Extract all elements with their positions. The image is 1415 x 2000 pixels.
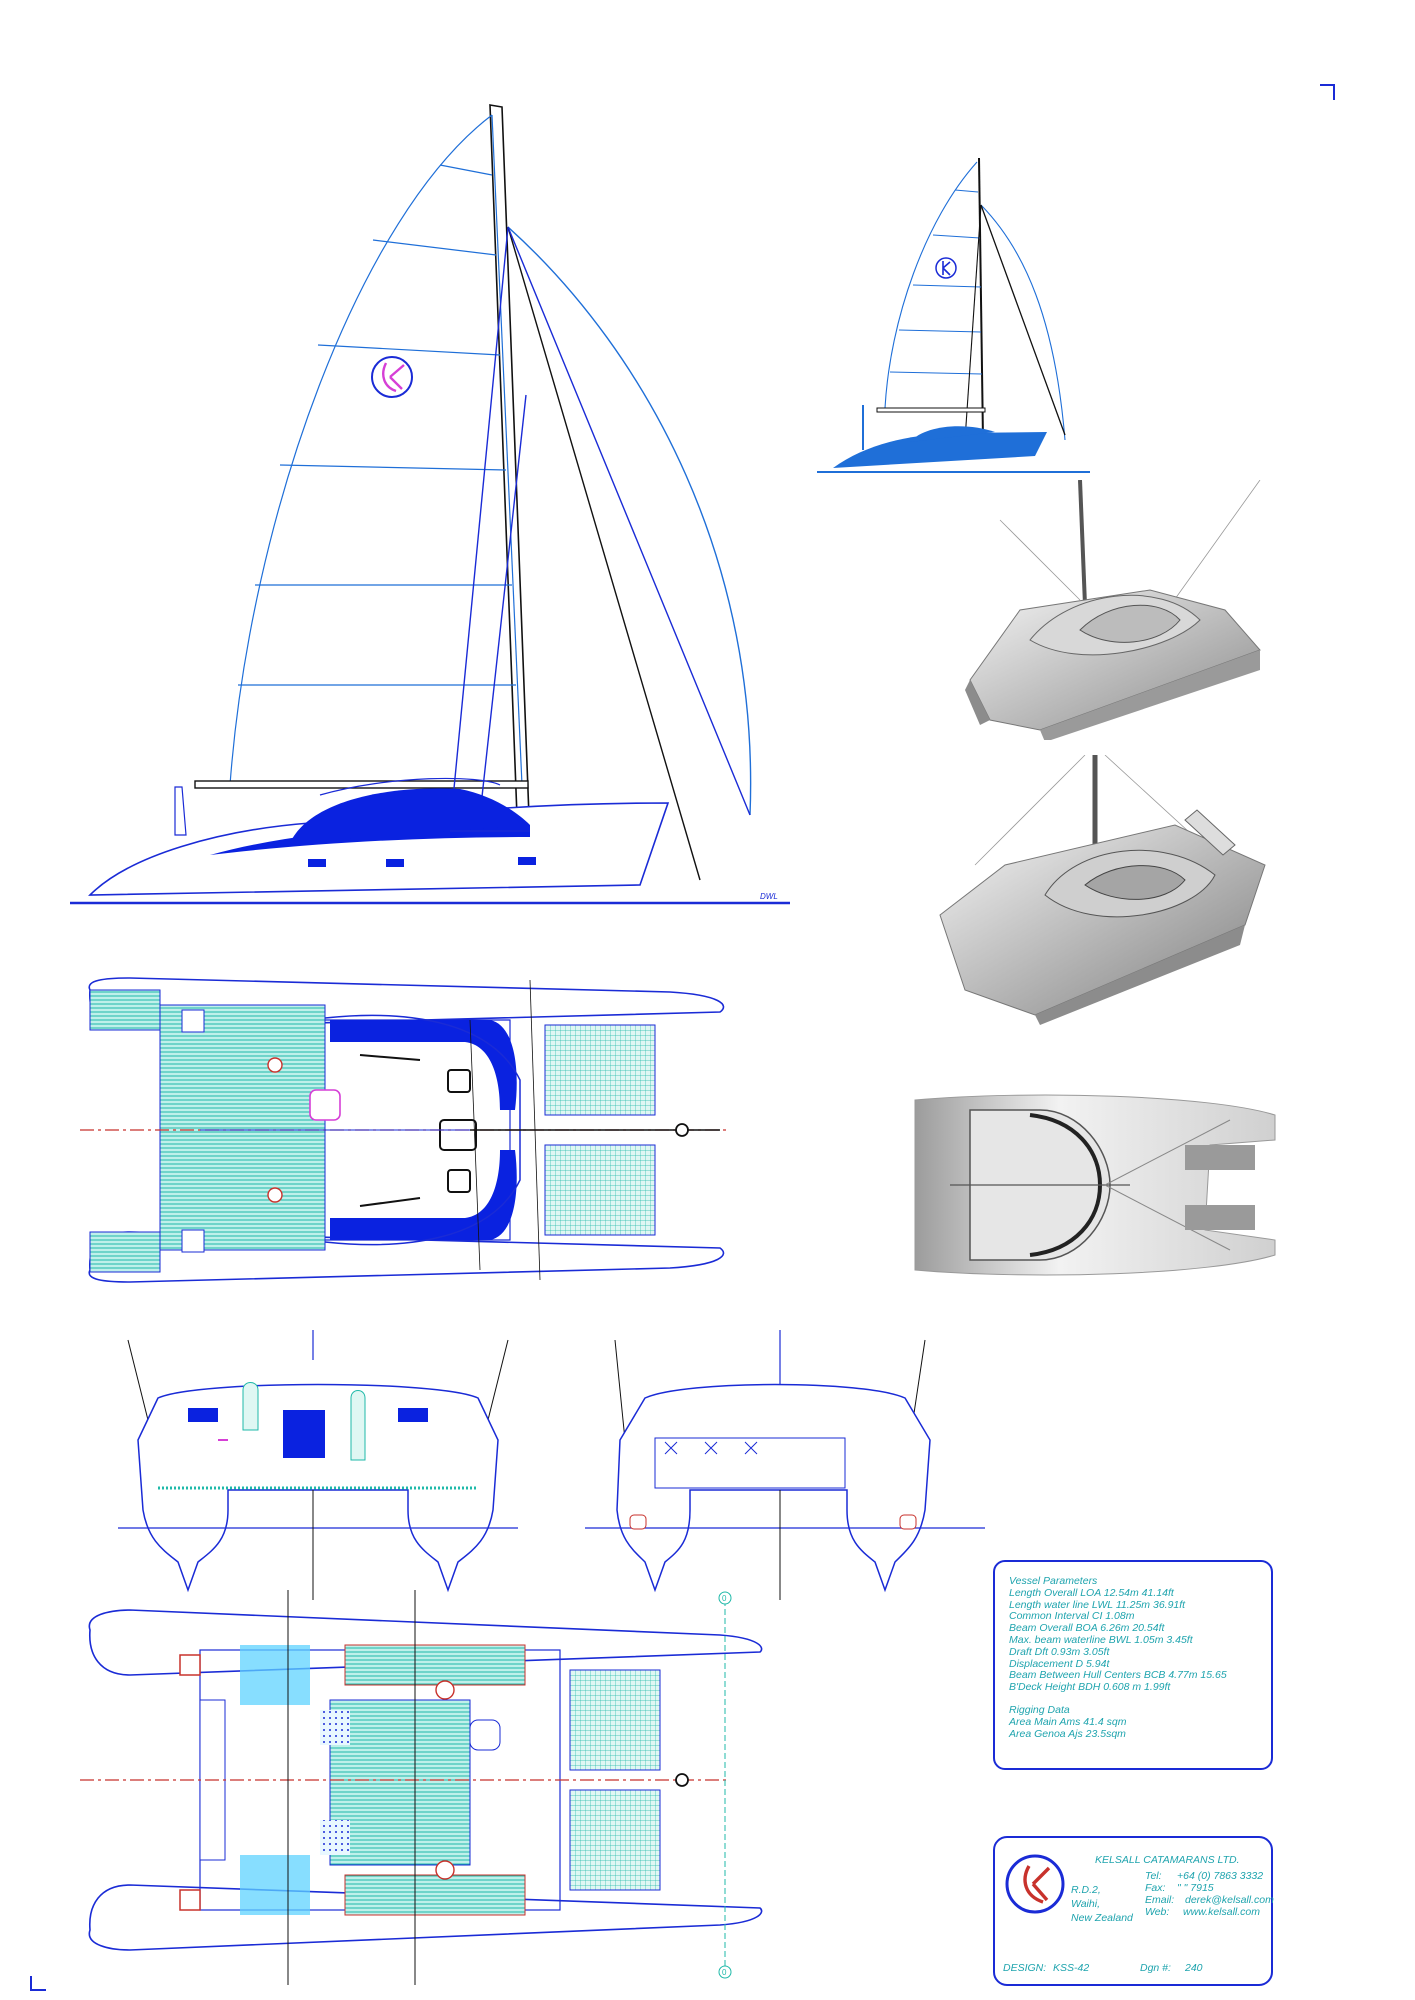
trampoline-net (544, 1024, 656, 1116)
corner-mark-bottom-left (30, 1976, 46, 1991)
rigging-line: Area Main Ams 41.4 sqm (1009, 1715, 1127, 1728)
dgn-value: 240 (1185, 1962, 1203, 1974)
parameter-line: Common Interval CI 1.08m (1009, 1610, 1135, 1623)
rigging-heading: Rigging Data (1009, 1703, 1070, 1716)
mainsail (229, 114, 523, 786)
accommodation-plan: 0 0 (80, 1590, 763, 1985)
parameter-line: Displacement D 5.94t (1009, 1657, 1110, 1670)
tel-label: Tel: (1145, 1870, 1162, 1882)
design-value: KSS-42 (1053, 1962, 1090, 1974)
section-aft-view (118, 1330, 518, 1600)
kelsall-logo-icon (371, 356, 413, 398)
fax-value: " " 7915 (1177, 1882, 1214, 1894)
design-label: DESIGN: (1003, 1962, 1047, 1974)
vessel-parameters-panel: Vessel Parameters Length Overall LOA 12.… (993, 1560, 1273, 1770)
render-plan-view (914, 1094, 1276, 1276)
address-line: New Zealand (1071, 1912, 1133, 1924)
dgn-label: Dgn #: (1140, 1962, 1171, 1974)
fax-label: Fax: (1145, 1882, 1166, 1894)
parameter-line: Draft Dft 0.93m 3.05ft (1009, 1645, 1110, 1658)
web-value[interactable]: www.kelsall.com (1183, 1906, 1261, 1918)
parameter-line: Length Overall LOA 12.54m 41.14ft (1009, 1586, 1174, 1599)
waterline-label: DWL (760, 892, 778, 901)
address-line: Waihi, (1071, 1898, 1100, 1910)
rigging-line: Area Genoa Ajs 23.5sqm (1009, 1727, 1126, 1740)
parameter-line: Beam Between Hull Centers BCB 4.77m 15.6… (1009, 1669, 1227, 1682)
deck-plan (80, 977, 730, 1283)
address-line: R.D.2, (1071, 1884, 1101, 1896)
parameter-line: Beam Overall BOA 6.26m 20.54ft (1009, 1622, 1165, 1635)
trampoline-net (544, 1144, 656, 1236)
company-name: KELSALL CATAMARANS LTD. (1095, 1854, 1240, 1866)
email-label: Email: (1145, 1894, 1175, 1906)
parameter-line: Max. beam waterline BWL 1.05m 3.45ft (1009, 1633, 1193, 1646)
hull-profile (70, 777, 790, 905)
small-sail-plan (817, 157, 1090, 473)
kelsall-logo-icon (1005, 1854, 1065, 1914)
render-top-view-1 (965, 480, 1261, 740)
corner-mark-top-right (1320, 84, 1335, 100)
email-value[interactable]: derek@kelsall.com (1185, 1894, 1274, 1906)
jib (449, 226, 752, 881)
boom (194, 780, 529, 789)
parameter-line: B'Deck Height BDH 0.608 m 1.99ft (1009, 1681, 1171, 1694)
cockpit-sole (159, 1004, 326, 1251)
render-top-view-2 (939, 755, 1266, 1025)
datum-label-bottom: 0 (722, 1968, 727, 1977)
title-block: KELSALL CATAMARANS LTD. R.D.2, Waihi, Ne… (993, 1836, 1274, 1986)
tel-value: +64 (0) 7863 3332 (1177, 1870, 1264, 1882)
web-label: Web: (1145, 1906, 1170, 1918)
sail-plan-profile: DWL (70, 104, 790, 905)
parameters-heading: Vessel Parameters (1009, 1575, 1098, 1587)
section-forward-view (585, 1330, 985, 1600)
parameter-line: Length water line LWL 11.25m 36.91ft (1009, 1598, 1186, 1611)
datum-label-top: 0 (722, 1594, 727, 1603)
